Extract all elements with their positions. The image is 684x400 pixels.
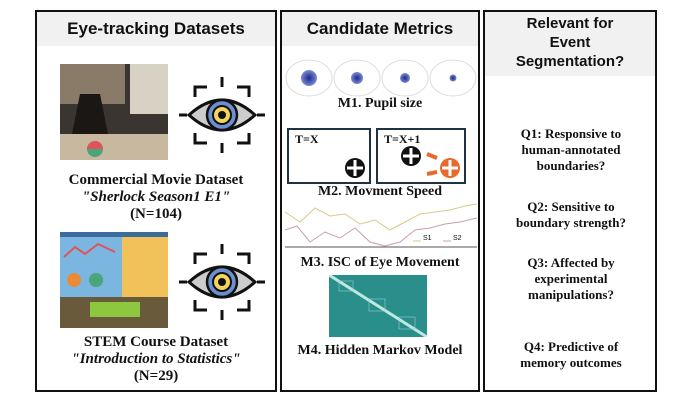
frame-t-x1-label: T=X+1 [384,132,421,146]
metrics-panel: Candidate Metrics M1. Pupil size T=X T=X… [280,10,480,392]
frame-t-x-label: T=X [295,132,319,146]
datasets-panel: Eye-tracking Datasets Commercial Movie D… [35,10,277,392]
datasets-title: Eye-tracking Datasets [37,12,275,46]
metric-m1-label: M1. Pupil size [337,96,423,111]
dataset-2-name: STEM Course Dataset [83,334,229,350]
relevance-panel: Relevant for Event Segmentation? Q1: Res… [483,10,657,392]
q-line: Q4: Predictive of [523,339,619,354]
title-line: Event [549,34,591,51]
metric-m4-label: M4. Hidden Markov Model [297,343,463,358]
q-line: experimental [534,271,608,286]
q-line: boundary strength? [516,215,626,230]
frame-t-x1: T=X+1 [376,128,466,184]
eye-tracking-icon [179,244,265,320]
q-line: memory outcomes [520,355,622,370]
gaze-target-icon [401,146,421,166]
metric-m3-label: M3. ISC of Eye Movement [300,255,460,270]
stem-classroom-image [60,232,168,328]
q-line: human-annotated [521,142,621,157]
relevance-title: Relevant for Event Segmentation? [485,12,655,76]
dataset-2-stimulus: "Introduction to Statistics" [71,351,241,367]
eye-tracking-icon [179,77,265,153]
sherlock-scene-image [60,64,168,160]
legend-s2: S2 [453,235,462,242]
isc-line-chart [285,203,477,248]
title-line: Segmentation? [515,53,625,70]
movement-icons [345,146,460,178]
gaze-target-icon [345,158,365,178]
series-s1-line [285,203,477,231]
frame-t-x: T=X [287,128,371,184]
title-line: Relevant for [526,15,614,32]
q-line: manipulations? [528,287,614,302]
gaze-target-moved-icon [440,158,460,178]
metrics-title: Candidate Metrics [282,12,478,46]
hmm-matrix [329,275,427,337]
q-line: Q1: Responsive to [520,126,622,141]
q-line: Q3: Affected by [527,255,615,270]
legend-s1: S1 [423,235,432,242]
series-s2-line [285,217,477,247]
dataset-2-n: (N=29) [133,368,179,384]
dataset-1-stimulus: "Sherlock Season1 E1" [81,189,231,205]
q-line: Q2: Sensitive to [527,199,615,214]
dataset-1-name: Commercial Movie Dataset [68,172,244,188]
dataset-1-n: (N=104) [130,206,182,222]
q-line: boundaries? [536,158,606,173]
metric-m2-label: M2. Movment Speed [317,184,443,199]
pupil-size-icons [285,59,477,97]
